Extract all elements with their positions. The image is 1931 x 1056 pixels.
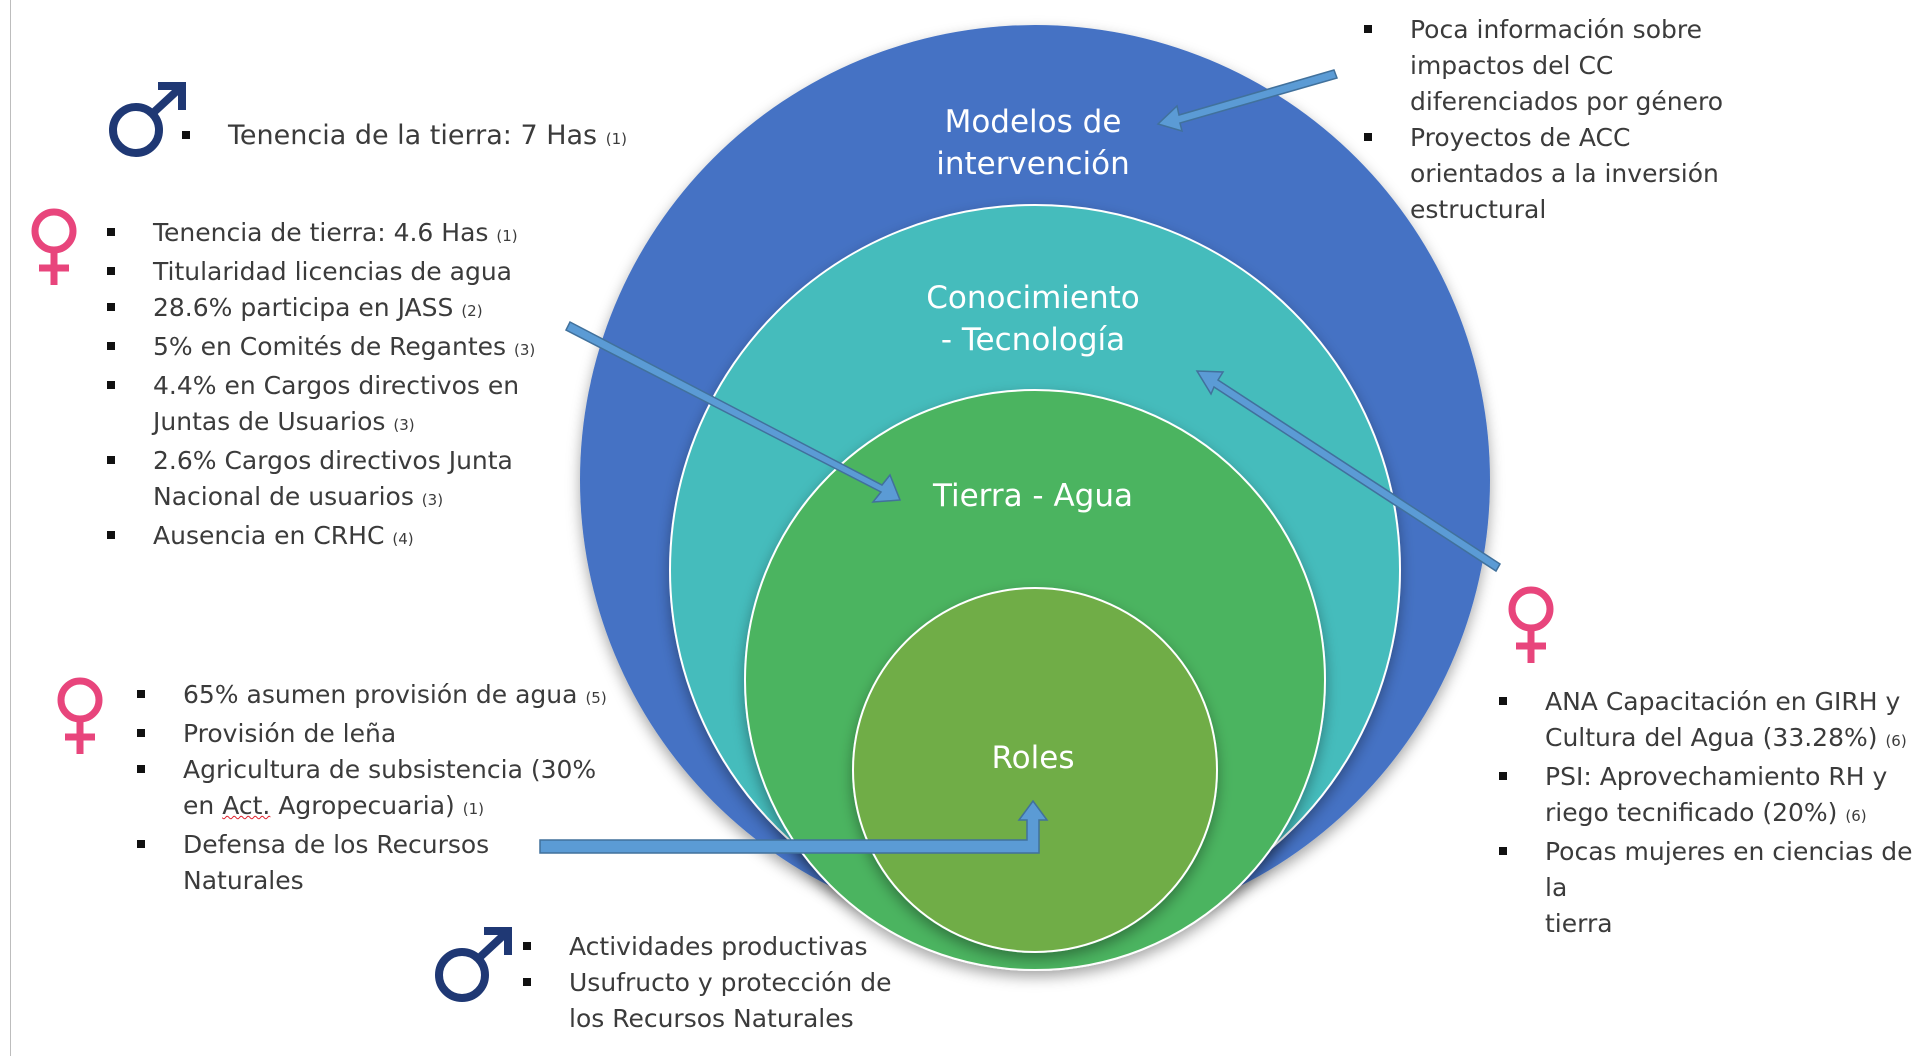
middle-ring-label-line1: Conocimiento (926, 280, 1140, 316)
list-item: Actividades productivas (523, 929, 891, 965)
outer-ring-label-line1: Modelos de (945, 104, 1122, 140)
arrow-right-to-conocimiento (1195, 370, 1502, 573)
arrow-topright-to-modelos (1156, 69, 1338, 133)
core-label: Roles (992, 740, 1075, 776)
female-roles-list: 65% asumen provisión de agua (5) Provisi… (137, 677, 607, 899)
list-item: Agricultura de subsistencia (30%en Act. … (137, 752, 607, 827)
female-symbol-left-icon (31, 208, 77, 285)
core-circle (852, 587, 1218, 953)
list-item: 28.6% participa en JASS (2) (107, 290, 535, 329)
list-item: Titularidad licencias de agua (107, 254, 535, 290)
list-item: Provisión de leña (137, 716, 607, 752)
list-item: 5% en Comités de Regantes (3) (107, 329, 535, 368)
female-symbol-bottom-icon (57, 677, 103, 754)
list-item: Tenencia de la tierra: 7 Has (1) (182, 118, 627, 157)
arrow-bottom-to-roles (539, 799, 1049, 854)
list-item: Ausencia en CRHC (4) (107, 518, 535, 557)
list-item: 65% asumen provisión de agua (5) (137, 677, 607, 716)
female-symbol-right-icon (1508, 586, 1554, 663)
outer-ring-label-line2: intervención (936, 146, 1130, 182)
female-participation-list: Tenencia de tierra: 4.6 Has (1) Titulari… (107, 215, 535, 557)
arrow-left-to-tierra (564, 320, 902, 503)
inner-ring-label: Tierra - Agua (932, 478, 1133, 514)
male-roles-list: Actividades productivas Usufructo y prot… (523, 929, 891, 1037)
male-symbol-top-icon (109, 82, 186, 157)
male-symbol-bottom-icon (435, 927, 512, 1002)
list-item: Tenencia de tierra: 4.6 Has (1) (107, 215, 535, 254)
male-land-tenure-list: Tenencia de la tierra: 7 Has (1) (182, 118, 627, 157)
middle-ring-label-line2: - Tecnología (941, 322, 1125, 358)
slide-border (10, 0, 1910, 1056)
